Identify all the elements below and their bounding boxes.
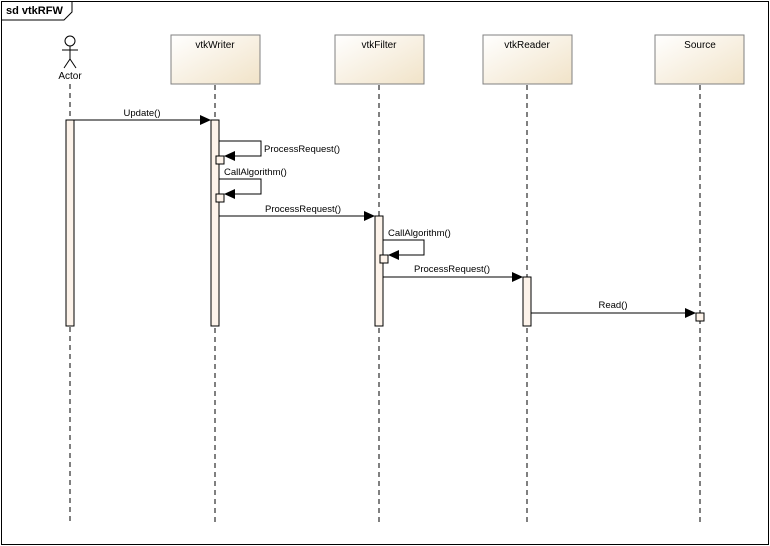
message-writer-to-filter-label: ProcessRequest()	[265, 204, 341, 215]
activation-vtkreader	[522, 276, 532, 327]
participant-actor-label: Actor	[58, 71, 82, 82]
message-writer-processrequest-label: ProcessRequest()	[264, 144, 340, 155]
participant-source-label: Source	[684, 40, 716, 51]
frame-title: sd vtkRFW	[6, 5, 63, 17]
participant-vtkfilter-label: vtkFilter	[362, 40, 398, 51]
activation-vtkwriter-nested-1	[215, 155, 225, 165]
activation-vtkwriter-nested-2	[215, 193, 225, 203]
participant-source: Source	[654, 34, 745, 85]
participant-vtkreader-label: vtkReader	[504, 40, 550, 51]
participant-vtkreader: vtkReader	[482, 34, 573, 85]
activation-source	[695, 312, 705, 322]
participant-vtkfilter: vtkFilter	[334, 34, 425, 85]
activation-actor	[65, 119, 75, 327]
frame-title-tab	[1, 1, 73, 21]
participant-vtkwriter: vtkWriter	[170, 34, 261, 85]
message-writer-processrequest-self: ProcessRequest()	[219, 140, 340, 161]
activation-vtkwriter	[210, 119, 220, 327]
message-writer-callalgorithm-label: CallAlgorithm()	[224, 167, 287, 178]
message-filter-to-reader: ProcessRequest()	[383, 264, 523, 282]
message-writer-callalgorithm-self: CallAlgorithm()	[219, 167, 287, 199]
message-filter-callalgorithm-self: CallAlgorithm()	[383, 228, 451, 260]
message-writer-to-filter: ProcessRequest()	[219, 204, 375, 221]
message-filter-callalgorithm-label: CallAlgorithm()	[388, 228, 451, 239]
message-filter-to-reader-label: ProcessRequest()	[414, 264, 490, 275]
message-reader-to-source: Read()	[531, 300, 696, 318]
message-update: Update()	[74, 108, 211, 125]
participant-vtkwriter-label: vtkWriter	[195, 40, 235, 51]
activation-vtkfilter-nested	[379, 254, 389, 264]
activation-vtkfilter	[374, 215, 384, 327]
message-reader-to-source-label: Read()	[598, 300, 627, 311]
message-update-label: Update()	[124, 108, 161, 119]
actor-icon	[62, 35, 78, 69]
